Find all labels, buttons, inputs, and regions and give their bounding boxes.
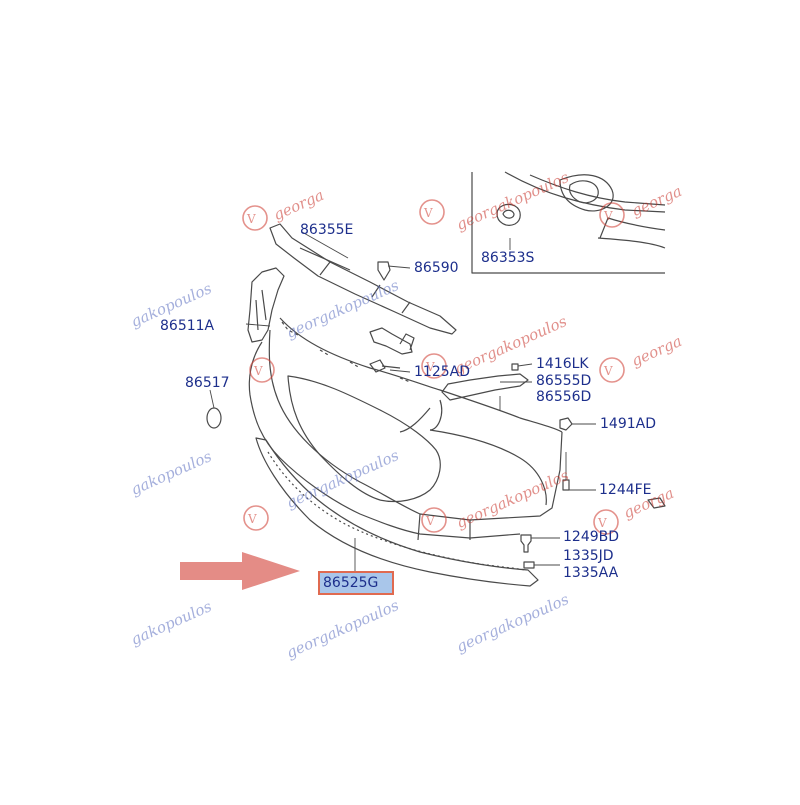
callout-86353S: 86353S: [481, 250, 535, 266]
highlighted-part-box: 86525G: [318, 571, 394, 595]
inset-box: [471, 171, 666, 274]
callout-1244FE: 1244FE: [599, 482, 652, 498]
callout-1416LK: 1416LK: [536, 356, 589, 372]
callout-1125AD: 1125AD: [414, 364, 470, 380]
svg-text:V: V: [597, 516, 607, 530]
leader-lines: [209, 231, 596, 572]
svg-text:V: V: [425, 514, 435, 528]
callout-1491AD: 1491AD: [600, 416, 656, 432]
callout-86590: 86590: [414, 260, 459, 276]
svg-text:V: V: [253, 364, 263, 378]
watermark-logos: V V V V V V V V V: [242, 199, 625, 535]
svg-text:V: V: [603, 209, 613, 223]
pointer-arrow: [180, 552, 300, 590]
fasteners: [206, 261, 666, 569]
callout-1249BD: 1249BD: [563, 529, 620, 545]
svg-text:V: V: [425, 360, 435, 374]
svg-text:V: V: [246, 212, 256, 226]
callout-86525G: 86525G: [323, 575, 379, 591]
grille-strip-part: [441, 373, 529, 401]
callout-86511A: 86511A: [160, 318, 215, 334]
svg-text:V: V: [423, 206, 433, 220]
svg-text:V: V: [247, 512, 257, 526]
callout-86556D: 86556D: [536, 389, 592, 405]
side-bracket-part: [247, 267, 285, 343]
callout-86555D: 86555D: [536, 373, 592, 389]
callout-1335AA: 1335AA: [563, 565, 619, 581]
callout-1335JD: 1335JD: [563, 548, 614, 564]
callout-86517: 86517: [185, 375, 230, 391]
upper-cover-part: [269, 223, 457, 335]
lower-lip-part: [255, 437, 539, 587]
callout-86355E: 86355E: [300, 222, 354, 238]
svg-text:V: V: [603, 364, 613, 378]
